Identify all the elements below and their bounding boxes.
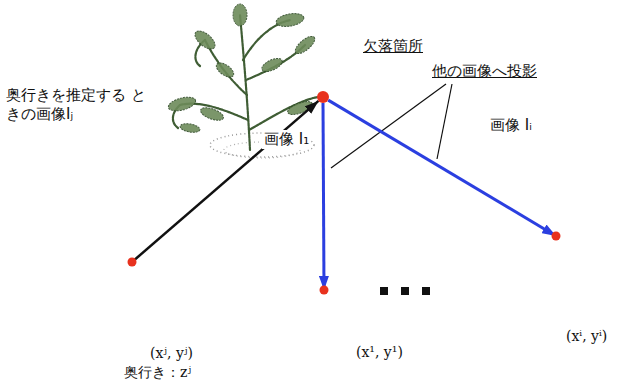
photo-panel — [186, 148, 350, 348]
input-image-panel: 奥行きを推定する ときの画像Iⱼ — [8, 140, 178, 350]
image-title: 画像 Iᵢ — [490, 116, 532, 135]
depth-label: 奥行き：zʲ — [124, 364, 191, 380]
pixel-coordinate: (xⁱ, yⁱ) — [566, 328, 607, 344]
pixel-coordinate: (xʲ, yʲ) — [150, 345, 193, 361]
photo-panel — [450, 146, 614, 348]
projection-arrow — [328, 100, 556, 236]
projection-arrow — [132, 101, 319, 262]
image-panel: 画像 I₁ — [186, 148, 350, 348]
projection-note: 他の画像へ投影 — [432, 62, 537, 81]
image-title: 奥行きを推定する ときの画像Iⱼ — [6, 86, 146, 124]
image-title: 画像 I₁ — [262, 130, 311, 149]
photo-panel — [8, 140, 178, 350]
projection-arrow — [323, 103, 324, 290]
image-panel: 画像 Iᵢ — [450, 146, 614, 348]
pixel-coordinate: (x¹, y¹) — [356, 344, 403, 360]
callout-label: 欠落箇所 — [363, 37, 423, 56]
missing-point: 欠落箇所 — [317, 91, 329, 103]
